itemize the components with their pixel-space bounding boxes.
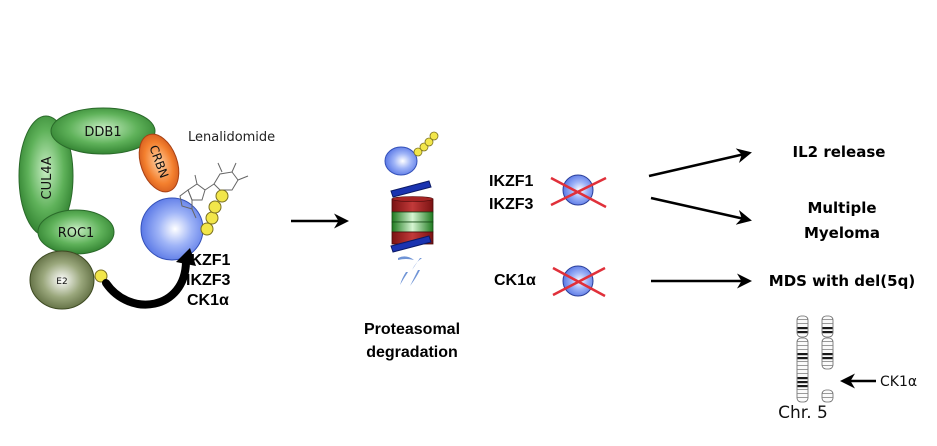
label-roc1: ROC1 <box>58 226 95 241</box>
degraded-protein-ck1a <box>552 265 606 298</box>
label-ddb1: DDB1 <box>84 125 121 140</box>
chromosome-band <box>797 357 808 360</box>
arrow-to-il2 <box>648 148 752 178</box>
chromosome-band <box>797 353 808 356</box>
chromosome-5-deleted <box>821 315 834 403</box>
chromosome-band <box>822 323 833 324</box>
peptide-fragments <box>398 256 422 286</box>
ck1a-locus-label: CK1α <box>880 374 917 390</box>
chromosome-band <box>797 397 808 398</box>
ubiquitin-transfer-arrow <box>102 258 190 309</box>
chromosome-label: Chr. 5 <box>778 403 828 423</box>
chromosome-band <box>822 397 833 398</box>
chromosome-band <box>797 331 808 334</box>
chromosome-band <box>822 327 833 330</box>
proteasome-cap-bottom <box>390 235 432 253</box>
label-e2: E2 <box>56 277 67 287</box>
label-cul4a: CUL4A <box>40 156 55 199</box>
chromosome-band <box>797 369 808 370</box>
chromosome-5-normal <box>796 315 809 403</box>
ddb1-protein <box>50 107 156 155</box>
label-lenalidomide: Lenalidomide <box>188 130 275 145</box>
chromosome-band <box>822 365 833 366</box>
chromosome-band <box>797 365 808 366</box>
chromosome-band <box>822 345 833 346</box>
substrate-label-1: IKZF1 <box>186 252 231 269</box>
ubiquitin-transfer-arrowhead <box>176 248 196 266</box>
chromosome-band <box>822 349 833 350</box>
chromosome-band <box>797 349 808 350</box>
degraded-label-ikzf1: IKZF1 <box>489 173 534 190</box>
degraded-protein-ikzf <box>550 174 607 209</box>
proteasome-cap-top <box>390 180 432 198</box>
outcome-il2-release: IL2 release <box>793 143 886 161</box>
proteasome-ring-green-1 <box>391 211 434 223</box>
chromosome-band <box>797 341 808 342</box>
e2-ubiquitin <box>94 269 108 283</box>
substrate-protein <box>140 197 204 261</box>
chromosome-band <box>822 331 833 334</box>
chromosome-band <box>797 327 808 330</box>
proteasome-label-line1: Proteasomal <box>364 321 460 338</box>
outcome-myeloma-line2: Myeloma <box>804 224 880 242</box>
chromosome-band <box>797 385 808 388</box>
chromosome-band <box>797 381 808 384</box>
chromosome-band <box>797 389 808 390</box>
chromosome-band <box>797 393 808 394</box>
e2-protein <box>29 250 95 310</box>
e3-ligase-complex <box>18 107 249 310</box>
arrow-to-myeloma <box>650 196 752 225</box>
proteasome-substrate <box>384 146 418 176</box>
proteasome-icon <box>384 131 439 286</box>
outcome-multiple-line1: Multiple <box>807 199 876 217</box>
chromosome-band <box>822 393 833 394</box>
substrate-label-3: CK1α <box>187 292 229 309</box>
chromosome-band <box>797 361 808 362</box>
chromosome-band <box>797 323 808 324</box>
outcome-mds-del5q: MDS with del(5q) <box>769 272 915 290</box>
chromosome-band <box>822 357 833 360</box>
degraded-label-ikzf3: IKZF3 <box>489 196 534 213</box>
chromosome-band <box>797 345 808 346</box>
chromosome-band <box>797 373 808 374</box>
chromosome-band <box>822 319 833 320</box>
chromosome-band <box>797 377 808 380</box>
ubiquitin-chain <box>200 189 229 236</box>
chromosome-band <box>822 361 833 362</box>
chromosome-band <box>822 341 833 342</box>
chromosome-arm <box>821 389 834 403</box>
substrate-label-2: IKZF3 <box>186 272 231 289</box>
chromosome-band <box>822 353 833 356</box>
chromosome-band <box>797 319 808 320</box>
proteasome-ubiquitin-chain <box>413 131 439 157</box>
crbn-protein <box>138 133 180 193</box>
proteasome-ring-green-2 <box>391 221 434 233</box>
degraded-label-ck1a: CK1α <box>494 272 536 289</box>
proteasome-label-line2: degradation <box>366 344 458 361</box>
